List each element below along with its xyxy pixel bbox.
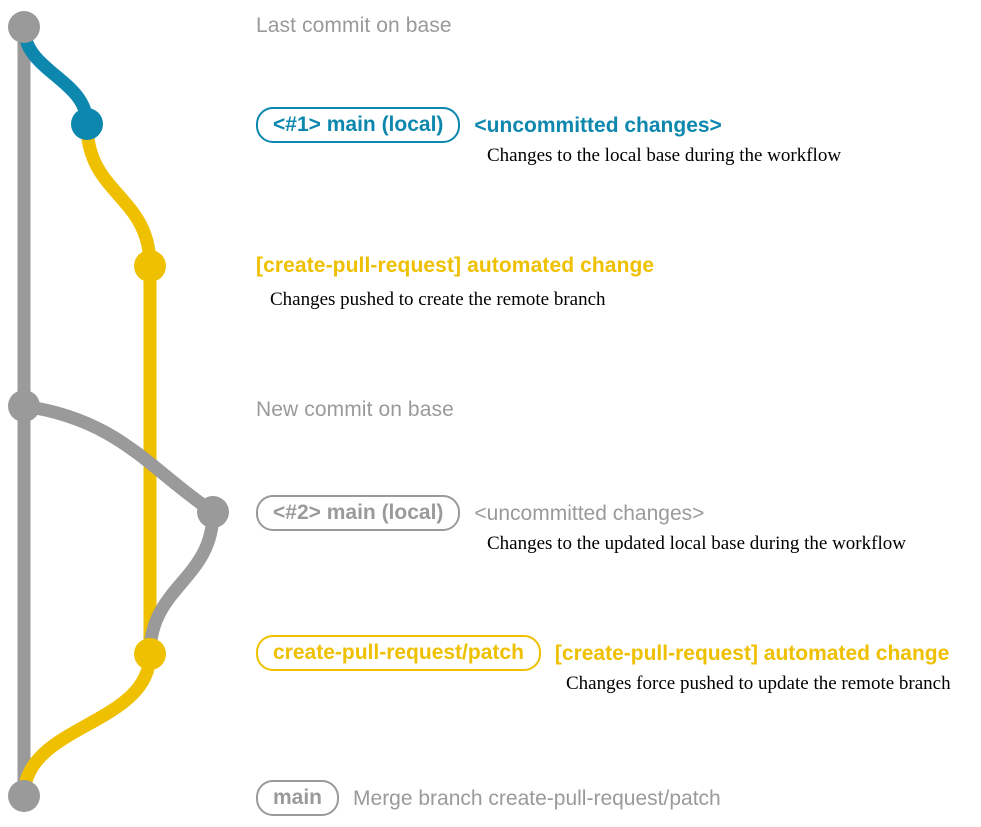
node-pr-commit-2 (134, 638, 166, 670)
edge-pr2-to-merge (17, 647, 157, 803)
ref-pill-local-main-2[interactable]: <#2> main (local) (256, 495, 461, 531)
node-base-new (8, 390, 40, 422)
edge-local1-to-pr1 (80, 117, 157, 273)
row-merge-branch: main Merge branch create-pull-request/pa… (256, 780, 721, 816)
node-merge-commit (8, 780, 40, 812)
commit-subject-merge-branch: Merge branch create-pull-request/patch (353, 786, 721, 810)
ref-pill-main[interactable]: main (256, 780, 340, 816)
commit-subject-local-main-1: <uncommitted changes> (474, 113, 722, 137)
row-local-main-2: <#2> main (local) <uncommitted changes> (256, 495, 704, 531)
node-pr-commit-1 (134, 250, 166, 282)
graph-nodes (8, 11, 229, 812)
desc-local-main-2: Changes to the updated local base during… (487, 533, 906, 554)
node-local-2 (197, 496, 229, 528)
label-pr-automated-change-1: [create-pull-request] automated change (256, 254, 655, 277)
commit-subject-local-main-2: <uncommitted changes> (474, 501, 705, 525)
desc-pr-automated-change-1: Changes pushed to create the remote bran… (270, 289, 606, 310)
graph-edges (17, 20, 220, 803)
desc-local-main-1: Changes to the local base during the wor… (487, 145, 842, 166)
node-local-1 (71, 108, 103, 140)
label-last-commit-on-base: Last commit on base (256, 14, 452, 37)
node-base-top (8, 11, 40, 43)
row-pr-automated-change-2: create-pull-request/patch [create-pull-r… (256, 635, 949, 671)
edge-base-to-local2 (17, 399, 220, 519)
ref-pill-local-main-1[interactable]: <#1> main (local) (256, 107, 461, 143)
commit-subject-pr-automated-change-2: [create-pull-request] automated change (554, 641, 950, 665)
label-new-commit-on-base: New commit on base (256, 398, 454, 421)
desc-pr-automated-change-2: Changes force pushed to update the remot… (566, 673, 951, 694)
row-local-main-1: <#1> main (local) <uncommitted changes> (256, 107, 722, 143)
edge-local2-to-pr2 (143, 505, 220, 661)
edge-base-to-local1 (17, 20, 94, 131)
ref-pill-create-pull-request-patch[interactable]: create-pull-request/patch (256, 635, 541, 671)
